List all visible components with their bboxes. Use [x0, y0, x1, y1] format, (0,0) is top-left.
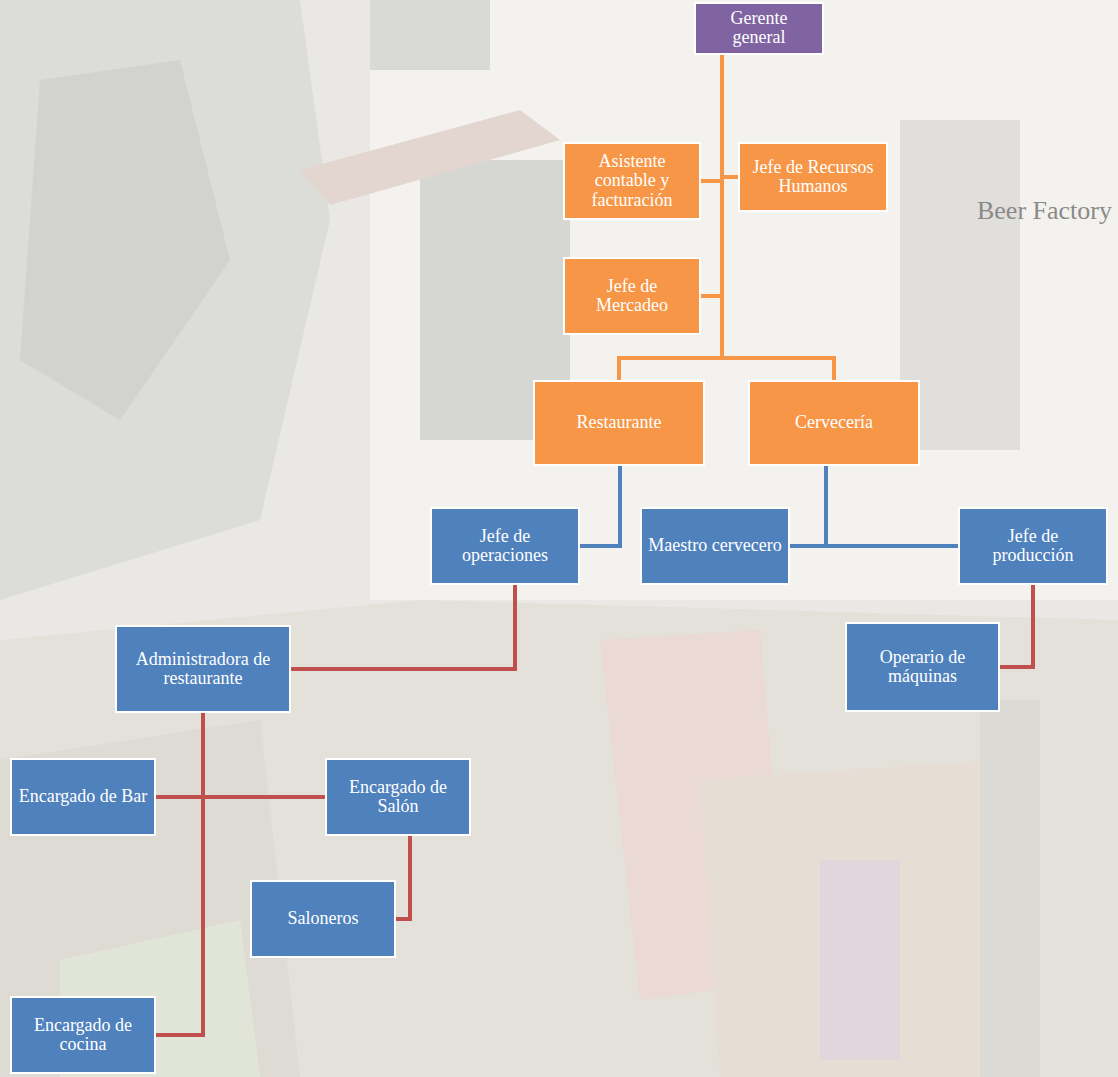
connector — [826, 466, 958, 546]
box-text: Saloneros — [288, 909, 359, 928]
staff-box: Jefe de Recursos Humanos — [738, 142, 888, 212]
box-text: Encargado de Salón — [333, 778, 463, 817]
position-box: Jefe de producción — [958, 507, 1108, 585]
box-text: Operario de máquinas — [853, 648, 992, 687]
box-text: Jefe de operaciones — [438, 527, 572, 566]
area-box: Cervecería — [748, 380, 920, 466]
position-box: Encargado de cocina — [10, 996, 156, 1074]
staff-box: Jefe de Mercadeo — [563, 257, 701, 335]
staff-box: Asistente contable y facturación — [563, 142, 701, 220]
connector — [156, 713, 203, 797]
connector — [722, 55, 738, 177]
connector — [1000, 585, 1033, 667]
area-box: Restaurante — [533, 380, 705, 466]
connector — [203, 713, 325, 797]
connector — [580, 466, 620, 546]
connector — [396, 836, 410, 919]
connector — [722, 55, 834, 380]
box-text: Gerente general — [702, 9, 816, 48]
sign-text: Beer Factory — [977, 196, 1112, 226]
box-text: Restaurante — [577, 413, 662, 432]
position-box: Maestro cervecero — [640, 507, 790, 585]
box-text: Cervecería — [795, 413, 873, 432]
box-text: Jefe de Recursos Humanos — [746, 158, 880, 197]
connector — [701, 55, 722, 181]
position-box: Jefe de operaciones — [430, 507, 580, 585]
connector — [701, 55, 722, 296]
position-box: Encargado de Bar — [10, 758, 156, 836]
box-text: Encargado de Bar — [19, 787, 148, 806]
connector — [790, 466, 826, 546]
position-box: Saloneros — [250, 880, 396, 958]
box-text: Encargado de cocina — [18, 1016, 148, 1055]
box-text: Maestro cervecero — [648, 536, 781, 555]
connector — [156, 713, 203, 1035]
connector — [291, 585, 515, 669]
box-text: Jefe de producción — [966, 527, 1100, 566]
position-box: Administradora de restaurante — [115, 625, 291, 713]
box-text: Jefe de Mercadeo — [571, 277, 693, 316]
position-box: Encargado de Salón — [325, 758, 471, 836]
box-text: Administradora de restaurante — [123, 650, 283, 689]
position-box: Operario de máquinas — [845, 622, 1000, 712]
box-text: Asistente contable y facturación — [571, 152, 693, 210]
top-box: Gerente general — [694, 2, 824, 55]
